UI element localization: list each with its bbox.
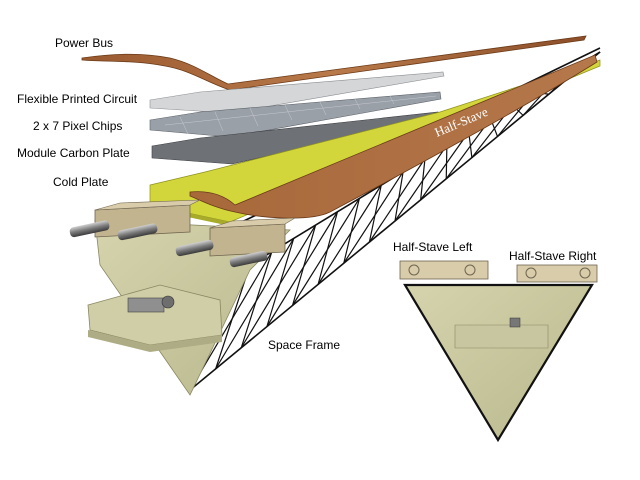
truss-strut — [343, 198, 360, 264]
flex-circuit-layer — [149, 71, 445, 114]
label-carbon-plate: Module Carbon Plate — [17, 146, 130, 160]
truss-strut — [291, 198, 360, 306]
pixel-chips-layer — [149, 91, 442, 138]
bolt-icon — [229, 250, 268, 268]
truss-strut — [266, 211, 339, 327]
label-space-frame: Space Frame — [268, 338, 340, 352]
label-flex-circuit: Flexible Printed Circuit — [17, 92, 138, 106]
truss-strut — [420, 158, 426, 200]
truss-strut — [394, 171, 404, 222]
label-power-bus: Power Bus — [55, 36, 113, 50]
clamp-right — [209, 217, 296, 257]
label-pixel-chips: 2 x 7 Pixel Chips — [33, 119, 122, 133]
bolt-icon — [175, 239, 214, 257]
truss-strut — [445, 145, 448, 179]
truss-strut — [317, 184, 382, 285]
label-cold-plate: Cold Plate — [53, 175, 109, 189]
truss-strut — [240, 251, 273, 348]
truss-strut — [240, 224, 317, 349]
truss-strut — [291, 224, 317, 306]
truss-strut — [368, 158, 426, 243]
half-stave-plate — [189, 54, 598, 219]
inset-clamp-left — [399, 260, 489, 280]
bolt-icon — [69, 220, 110, 238]
truss-strut — [343, 171, 404, 264]
cross-section-inset — [399, 260, 598, 443]
clamp-left — [94, 199, 201, 238]
label-half-stave-left: Half-Stave Left — [393, 240, 473, 254]
inset-clamp-right — [516, 264, 598, 283]
truss-strut — [368, 185, 382, 243]
truss-strut — [394, 144, 448, 222]
truss-strut — [266, 238, 295, 327]
bolts — [69, 220, 268, 268]
inset-mount-icon — [509, 317, 521, 328]
label-half-stave-right: Half-Stave Right — [509, 249, 597, 263]
bolt-icon — [117, 223, 158, 241]
power-bus-layer — [81, 35, 587, 91]
truss-strut — [317, 211, 339, 285]
mount-bracket-icon — [127, 295, 175, 313]
truss-strut — [420, 131, 470, 201]
